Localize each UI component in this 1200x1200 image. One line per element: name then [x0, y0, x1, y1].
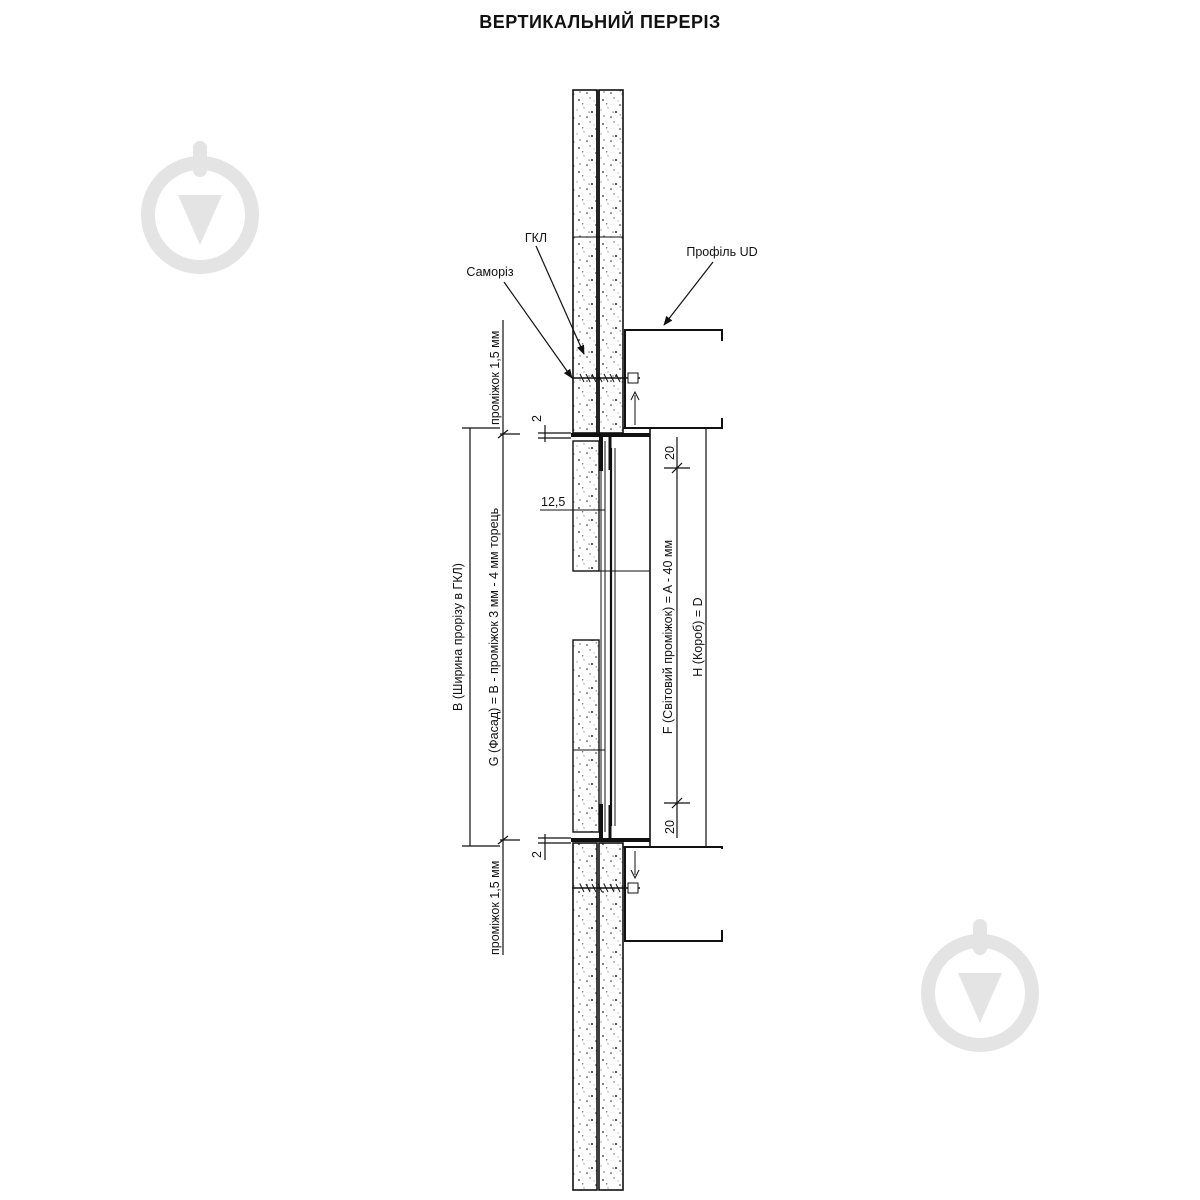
label-dim-2-top: 2 [530, 415, 544, 422]
wall-boards [572, 89, 624, 1191]
label-dim-12-5: 12,5 [541, 495, 565, 509]
leaders [503, 245, 714, 379]
label-dim-20-top: 20 [663, 446, 677, 460]
label-dim-2-bottom: 2 [530, 851, 544, 858]
page-title: ВЕРТИКАЛЬНИЙ ПЕРЕРІЗ [479, 12, 721, 32]
ud-profile-bottom [624, 846, 723, 942]
dimension-lines-right [664, 428, 707, 847]
hatch-panel [540, 440, 650, 833]
watermark-logo-icon [141, 141, 259, 274]
label-gkl: ГКЛ [525, 231, 547, 245]
label-gap-top: проміжок 1,5 мм [488, 331, 502, 425]
label-h-box: H (Короб) = D [691, 597, 705, 676]
label-f-clear: F (Світовий проміжок) = A - 40 мм [661, 540, 675, 734]
screw-top [572, 372, 640, 425]
label-profile-ud: Профіль UD [686, 245, 757, 259]
label-b-width: B (Ширина прорізу в ГКЛ) [451, 563, 465, 711]
screw-bottom [572, 851, 640, 894]
dimension-lines-left [462, 320, 571, 955]
label-g-facade: G (Фасад) = B - проміжок 3 мм - 4 мм тор… [487, 508, 501, 766]
frame-profiles [571, 433, 650, 842]
label-screw: Саморіз [466, 265, 513, 279]
label-gap-bottom: проміжок 1,5 мм [488, 861, 502, 955]
ud-profile-top [624, 329, 723, 429]
watermark-logo-icon [921, 919, 1039, 1052]
label-dim-20-bottom: 20 [663, 820, 677, 834]
